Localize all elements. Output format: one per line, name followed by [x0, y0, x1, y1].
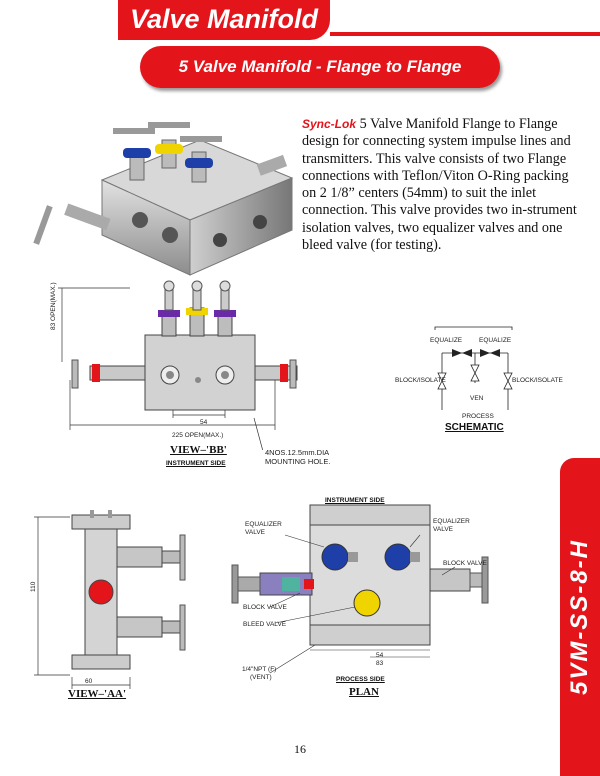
view-aa-label: VIEW–'AA': [68, 688, 127, 700]
side-code-tab: [560, 458, 600, 776]
title-underline: [330, 32, 600, 36]
plan-instrument-side: INSTRUMENT SIDE: [325, 497, 385, 504]
dim-bb-54: 54: [200, 419, 208, 426]
plan-title: PLAN: [349, 686, 379, 698]
plan-dim-83: 83: [376, 660, 384, 667]
schematic-title: SCHEMATIC: [445, 422, 504, 433]
view-bb-side-label: INSTRUMENT SIDE: [166, 460, 226, 467]
subtitle: 5 Valve Manifold - Flange to Flange: [178, 57, 462, 76]
schematic-equalize-left: EQUALIZE: [430, 337, 463, 344]
product-photo: [33, 122, 294, 276]
plan-equalizer-right-1: EQUALIZER: [433, 518, 470, 525]
mounting-note-1: 4NOS.12.5mm.DIA: [265, 448, 330, 457]
description-text: 5 Valve Manifold Flange to Flange design…: [302, 116, 577, 254]
schematic-block-right: BLOCK/ISOLATE: [512, 377, 563, 384]
plan-vent-2: (VENT): [250, 674, 272, 681]
plan-block-valve-left: BLOCK VALVE: [243, 604, 287, 611]
dim-aa-60: 60: [85, 678, 93, 685]
schematic-diagram: [434, 326, 513, 410]
dim-bb-225: 225 OPEN(MAX.): [172, 432, 224, 439]
schematic-equalize-right: EQUALIZE: [479, 337, 512, 344]
plan-process-side: PROCESS SIDE: [336, 676, 385, 683]
dim-bb-height: 83 OPEN(MAX.): [50, 282, 57, 330]
schematic-block-left: BLOCK/ISOLATE: [395, 377, 446, 384]
page-title-tab: Valve Manifold: [118, 0, 330, 40]
plan-equalizer-left-2: VALVE: [245, 529, 265, 536]
plan-drawing: [231, 504, 489, 674]
plan-block-valve-right: BLOCK VALVE: [443, 560, 487, 567]
page-title: Valve Manifold: [129, 4, 319, 34]
plan-dim-54: 54: [376, 652, 384, 659]
brand-logo: Sync-Lok: [302, 117, 357, 131]
plan-bleed-valve: BLEED VALVE: [243, 621, 287, 628]
product-description: Sync-Lok 5 Valve Manifold Flange to Flan…: [302, 116, 580, 254]
dim-aa-110: 110: [30, 581, 37, 592]
side-code: 5VM-SS-8-H: [566, 538, 593, 696]
page-number: 16: [294, 742, 306, 756]
view-aa-drawing: [34, 510, 186, 689]
mounting-note-2: MOUNTING HOLE.: [265, 457, 331, 466]
plan-equalizer-left-1: EQUALIZER: [245, 521, 282, 528]
plan-vent-1: 1/4"NPT (F): [242, 666, 277, 673]
view-bb-drawing: [58, 280, 298, 450]
plan-equalizer-right-2: VALVE: [433, 526, 453, 533]
view-bb-label: VIEW–'BB': [170, 444, 227, 456]
subtitle-pill: 5 Valve Manifold - Flange to Flange: [140, 46, 500, 88]
schematic-process: PROCESS: [462, 413, 494, 420]
schematic-vent: VEN: [470, 395, 484, 402]
